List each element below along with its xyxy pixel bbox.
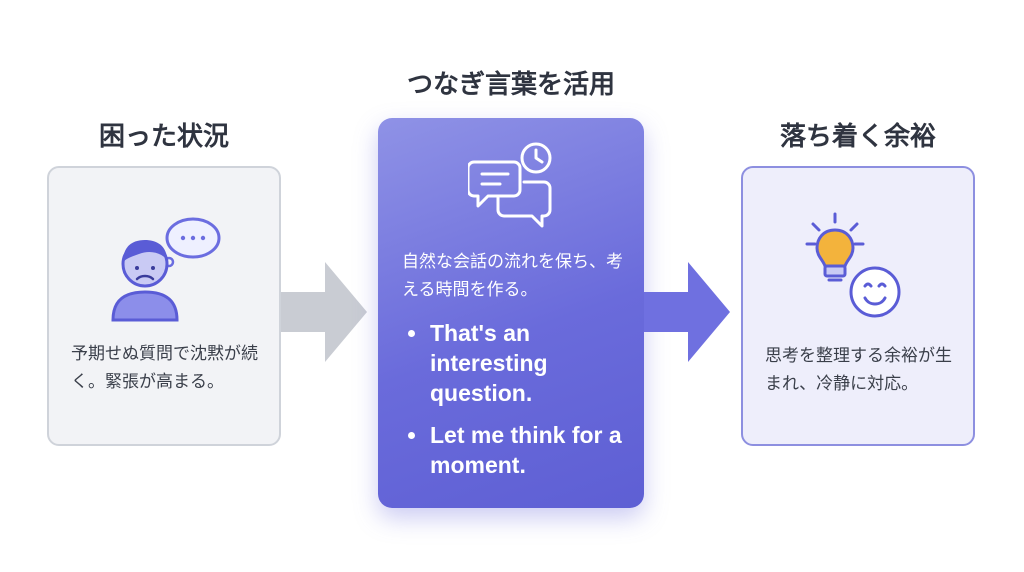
solution-card: 自然な会話の流れを保ち、考える時間を作る。 That's an interest… xyxy=(378,118,644,508)
problem-description: 予期せぬ質問で沈黙が続く。緊張が高まる。 xyxy=(71,344,258,392)
worried-person-icon xyxy=(111,217,221,322)
filler-phrase-text: Let me think for a moment. xyxy=(430,422,622,478)
bullet-dot-icon xyxy=(408,330,415,337)
filler-phrase-list: That's an interesting question. Let me t… xyxy=(404,318,634,492)
solution-description: 自然な会話の流れを保ち、考える時間を作る。 xyxy=(402,252,623,300)
right-arrow-icon xyxy=(281,262,367,362)
outcome-card: 思考を整理する余裕が生まれ、冷静に対応。 xyxy=(741,166,975,446)
chat-clock-icon xyxy=(468,142,552,228)
right-step-title: 落ち着く余裕 xyxy=(779,122,936,152)
center-step-title: つなぎ言葉を活用 xyxy=(406,70,615,100)
filler-phrase-item: That's an interesting question. xyxy=(404,318,634,408)
filler-phrase-item: Let me think for a moment. xyxy=(404,420,634,480)
bullet-dot-icon xyxy=(408,432,415,439)
right-arrow-icon xyxy=(644,262,730,362)
filler-phrase-text: That's an interesting question. xyxy=(430,320,548,406)
left-step-title: 困った状況 xyxy=(98,122,229,152)
problem-card: 予期せぬ質問で沈黙が続く。緊張が高まる。 xyxy=(47,166,281,446)
outcome-description: 思考を整理する余裕が生まれ、冷静に対応。 xyxy=(765,346,952,394)
lightbulb-smile-icon xyxy=(805,212,901,318)
